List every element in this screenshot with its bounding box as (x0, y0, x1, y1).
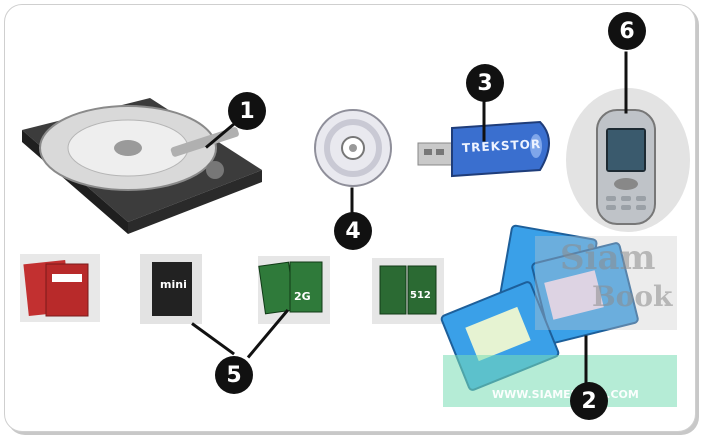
watermark-brand-bottom: Book (592, 280, 673, 313)
mobile-phone (566, 88, 690, 232)
badge-5: 5 (215, 356, 253, 394)
memory-cards (20, 254, 444, 324)
badge-2: 2 (570, 382, 608, 420)
badge-1: 1 (228, 92, 266, 130)
badge-6: 6 (608, 12, 646, 50)
connector-2 (584, 335, 588, 388)
watermark-url: WWW.SIAMEBOOK.COM (492, 388, 639, 401)
watermark-brand-top: Siam (560, 238, 656, 278)
hard-disk (22, 98, 262, 234)
watermark-bar (443, 355, 677, 407)
compact-disc (314, 109, 392, 187)
watermark-box (535, 236, 677, 330)
connector-4 (350, 187, 354, 214)
badge-3: 3 (466, 64, 504, 102)
usb-flash-drive (417, 120, 550, 178)
connector-6 (624, 51, 628, 114)
sd-2g-label: 2G (294, 290, 311, 303)
badge-4: 4 (334, 212, 372, 250)
sd-mini-label: mini (160, 278, 187, 291)
sd-512-label: 512 (410, 290, 431, 301)
connector-3 (482, 99, 486, 142)
